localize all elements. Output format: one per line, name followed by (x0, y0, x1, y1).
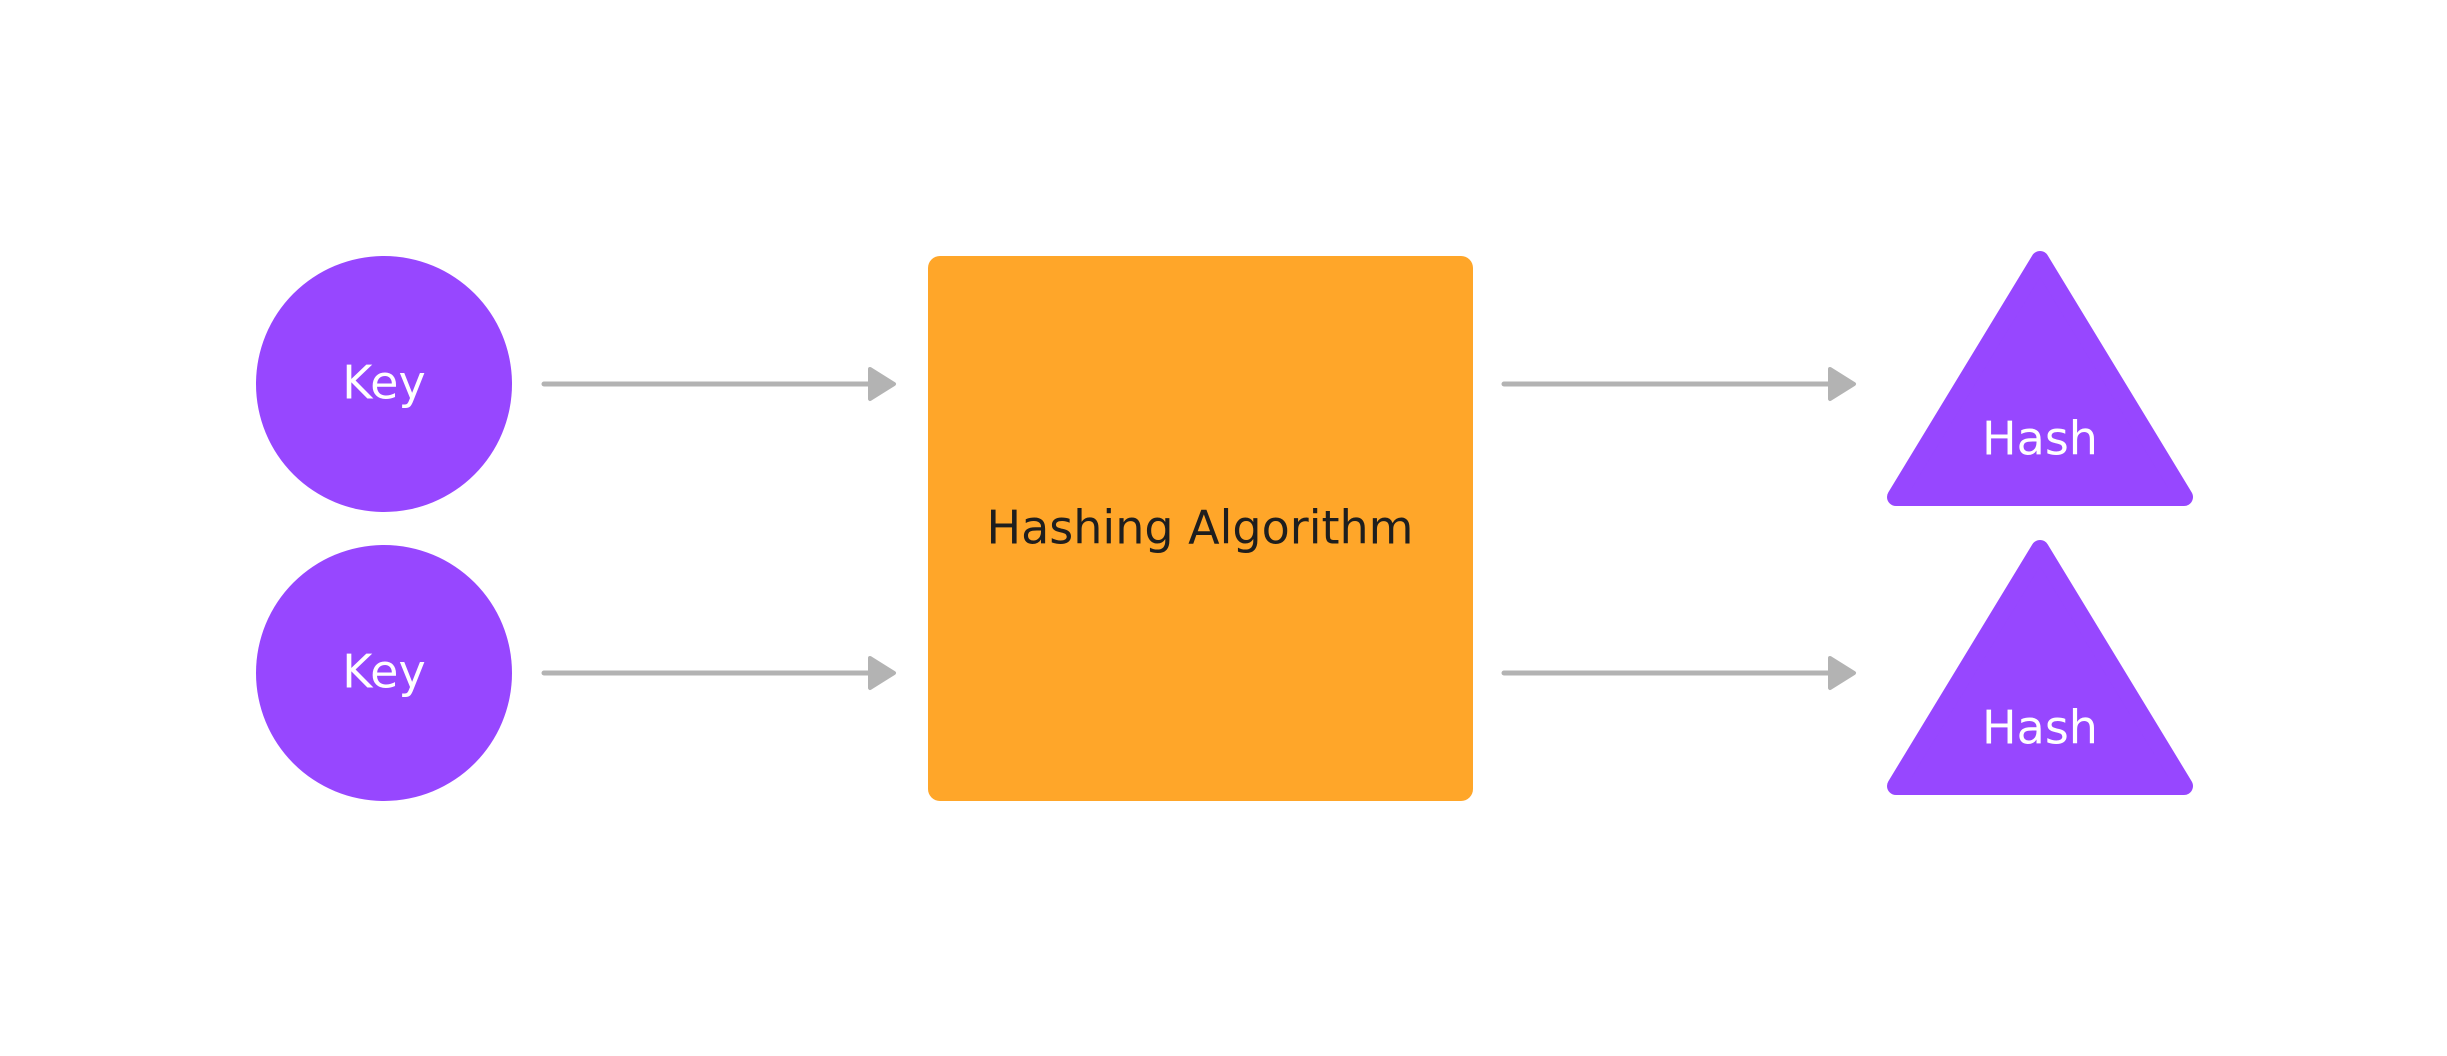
key-circle-2 (256, 545, 512, 801)
algorithm-label: Hashing Algorithm (987, 501, 1414, 555)
key-node-1: Key (256, 256, 512, 512)
key-label-1: Key (342, 356, 425, 410)
algorithm-node: Hashing Algorithm (928, 256, 1473, 801)
arrow-algorithm-to-hash-1 (1501, 367, 1856, 401)
key-node-2: Key (256, 545, 512, 801)
key-circle-1 (256, 256, 512, 512)
arrow-algorithm-to-hash-2 (1501, 656, 1856, 690)
hash-label-2: Hash (1982, 701, 2098, 755)
algorithm-box (928, 256, 1473, 801)
hash-triangle-1 (1887, 251, 2193, 506)
hash-node-2: Hash (1887, 540, 2193, 795)
hash-triangle-2 (1887, 540, 2193, 795)
hash-label-1: Hash (1982, 412, 2098, 466)
arrow-key-1-to-algorithm (541, 367, 896, 401)
arrow-key-2-to-algorithm (541, 656, 896, 690)
hash-node-1: Hash (1887, 251, 2193, 506)
key-label-2: Key (342, 645, 425, 699)
